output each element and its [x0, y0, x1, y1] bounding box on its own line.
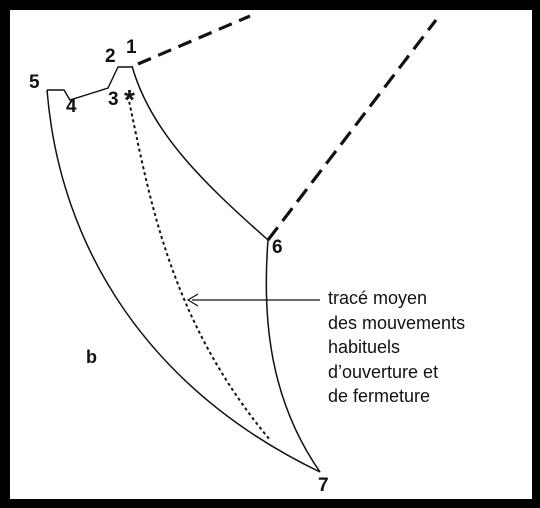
panel-label: b — [86, 347, 97, 367]
annotation-arrow-head — [186, 293, 199, 307]
annotation-line: tracé moyen — [328, 288, 428, 308]
top-connector — [47, 66, 132, 101]
dashed-line-upper — [137, 14, 251, 66]
curve-5-to-7 — [46, 89, 321, 473]
curve-1-to-6 — [131, 65, 269, 241]
point-label-5: 5 — [29, 72, 40, 93]
annotation-line: de fermeture — [328, 386, 431, 406]
curve-6-to-7 — [265, 239, 321, 473]
point-3-marker: * — [124, 84, 135, 115]
point-label-1: 1 — [126, 37, 137, 58]
annotation-line: habituels — [328, 337, 401, 357]
annotation-text: tracé moyen des mouvements habituels d’o… — [328, 286, 465, 409]
dashed-line-right — [266, 19, 438, 241]
point-label-3: 3 — [108, 89, 119, 110]
point-label-2: 2 — [105, 46, 116, 67]
annotation-line: des mouvements — [328, 312, 466, 333]
point-label-6: 6 — [272, 237, 283, 258]
mean-path-dotted — [127, 95, 271, 441]
point-label-7: 7 — [318, 475, 329, 496]
annotation-line: d’ouverture et — [328, 361, 439, 382]
point-label-4: 4 — [66, 96, 77, 117]
